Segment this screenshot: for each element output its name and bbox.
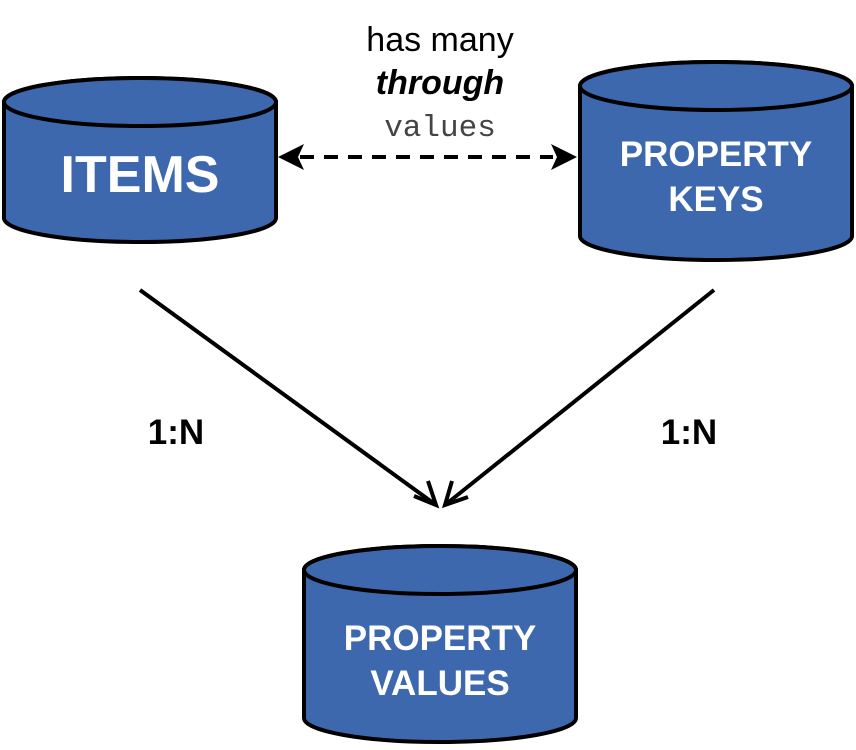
relation-label-line3: values [384, 111, 496, 146]
property-keys-label-line2: KEYS [668, 180, 763, 219]
has-many-through-connector [278, 144, 577, 170]
relation-label-line2: through [376, 64, 504, 102]
property-keys-label-line1: PROPERTY [620, 135, 813, 174]
items-label: ITEMS [61, 146, 220, 204]
items-cylinder[interactable]: ITEMS [2, 76, 278, 244]
relation-label-line1: has many [366, 21, 513, 59]
property-values-label-line2: VALUES [370, 664, 509, 703]
property-values-cylinder-top [302, 544, 578, 596]
items-to-values-cardinality: 1:N [148, 413, 204, 452]
arrowhead-right-icon [551, 144, 577, 170]
items-to-values-line [138, 288, 438, 507]
property-keys-cylinder[interactable]: PROPERTY KEYS [578, 60, 854, 262]
keys-to-values-arrowhead-icon [441, 480, 469, 509]
property-values-label-line1: PROPERTY [344, 619, 537, 658]
keys-to-values-cardinality: 1:N [661, 413, 717, 452]
items-cylinder-top [2, 76, 278, 128]
arrowhead-left-icon [278, 144, 304, 170]
items-to-values-arrowhead-icon [413, 480, 440, 509]
property-values-cylinder[interactable]: PROPERTY VALUES [302, 544, 578, 744]
keys-to-values-line [443, 288, 716, 507]
items-to-values-edge [138, 288, 440, 509]
keys-to-values-edge [441, 288, 716, 509]
property-keys-cylinder-top [578, 60, 854, 112]
